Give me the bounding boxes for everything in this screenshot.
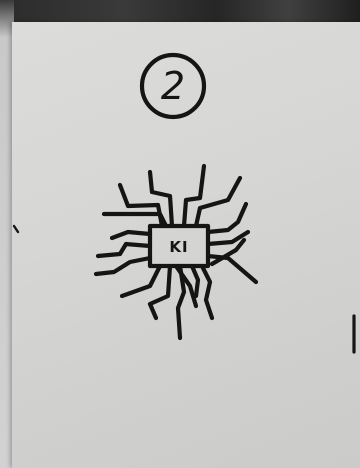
step-number-badge: 2 (142, 55, 204, 117)
step-number-text: 2 (161, 64, 185, 108)
trace-bottom-1 (122, 266, 160, 296)
trace-top-3 (184, 166, 204, 226)
trace-left-2 (98, 244, 150, 256)
stray-mark-left (14, 226, 18, 232)
trace-bottom-2 (150, 266, 170, 318)
chip-sketch: KI (96, 166, 256, 338)
chip-label: KI (169, 238, 188, 256)
trace-bottom-5 (202, 266, 212, 318)
trace-left-1 (112, 232, 150, 238)
trace-right-1 (208, 204, 246, 232)
trace-left-3 (96, 258, 150, 274)
